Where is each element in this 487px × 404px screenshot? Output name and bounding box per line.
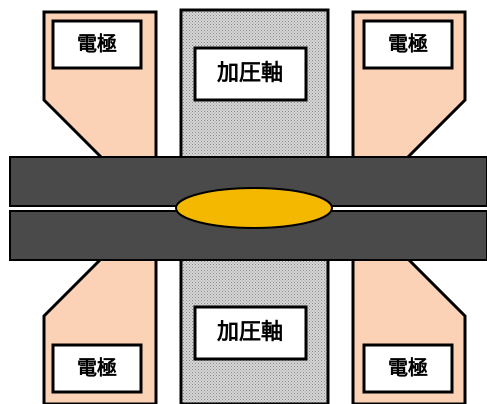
weld-nugget [175, 187, 333, 229]
label-box-electrode-top-right [362, 19, 454, 70]
label-box-electrode-bottom-left [51, 343, 143, 394]
pressure-shaft-bottom-label: 加圧軸 [216, 319, 283, 345]
label-box-electrode-bottom-right [362, 343, 454, 394]
electrode-bottom-right-label: 電極 [388, 356, 428, 380]
label-box-shaft-top [193, 46, 308, 102]
label-box-electrode-top-left [51, 19, 143, 70]
label-box-shaft-bottom [193, 305, 308, 361]
pressure-shaft-top-label: 加圧軸 [216, 60, 283, 86]
electrode-top-right-label: 電極 [388, 32, 428, 56]
electrode-bottom-left-label: 電極 [77, 356, 117, 380]
electrode-top-left-label: 電極 [77, 32, 117, 56]
